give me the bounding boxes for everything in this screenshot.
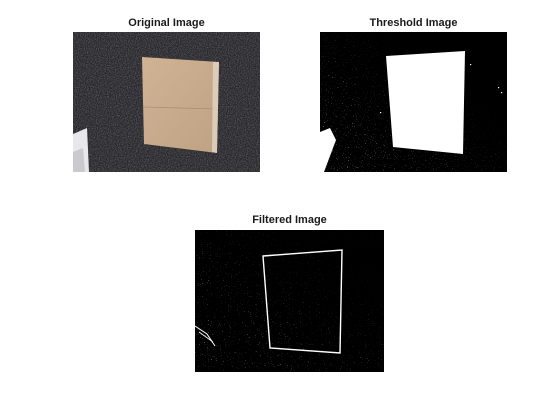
panel-title-filtered: Filtered Image xyxy=(252,214,327,226)
threshold-region xyxy=(386,51,465,154)
panel-title-original: Original Image xyxy=(128,17,205,29)
filtered-edge-outline xyxy=(262,249,343,354)
image-original xyxy=(73,32,260,172)
cardboard-shape xyxy=(142,57,219,153)
image-filtered xyxy=(195,230,384,372)
panel-title-threshold: Threshold Image xyxy=(369,17,458,29)
image-threshold xyxy=(320,32,507,172)
